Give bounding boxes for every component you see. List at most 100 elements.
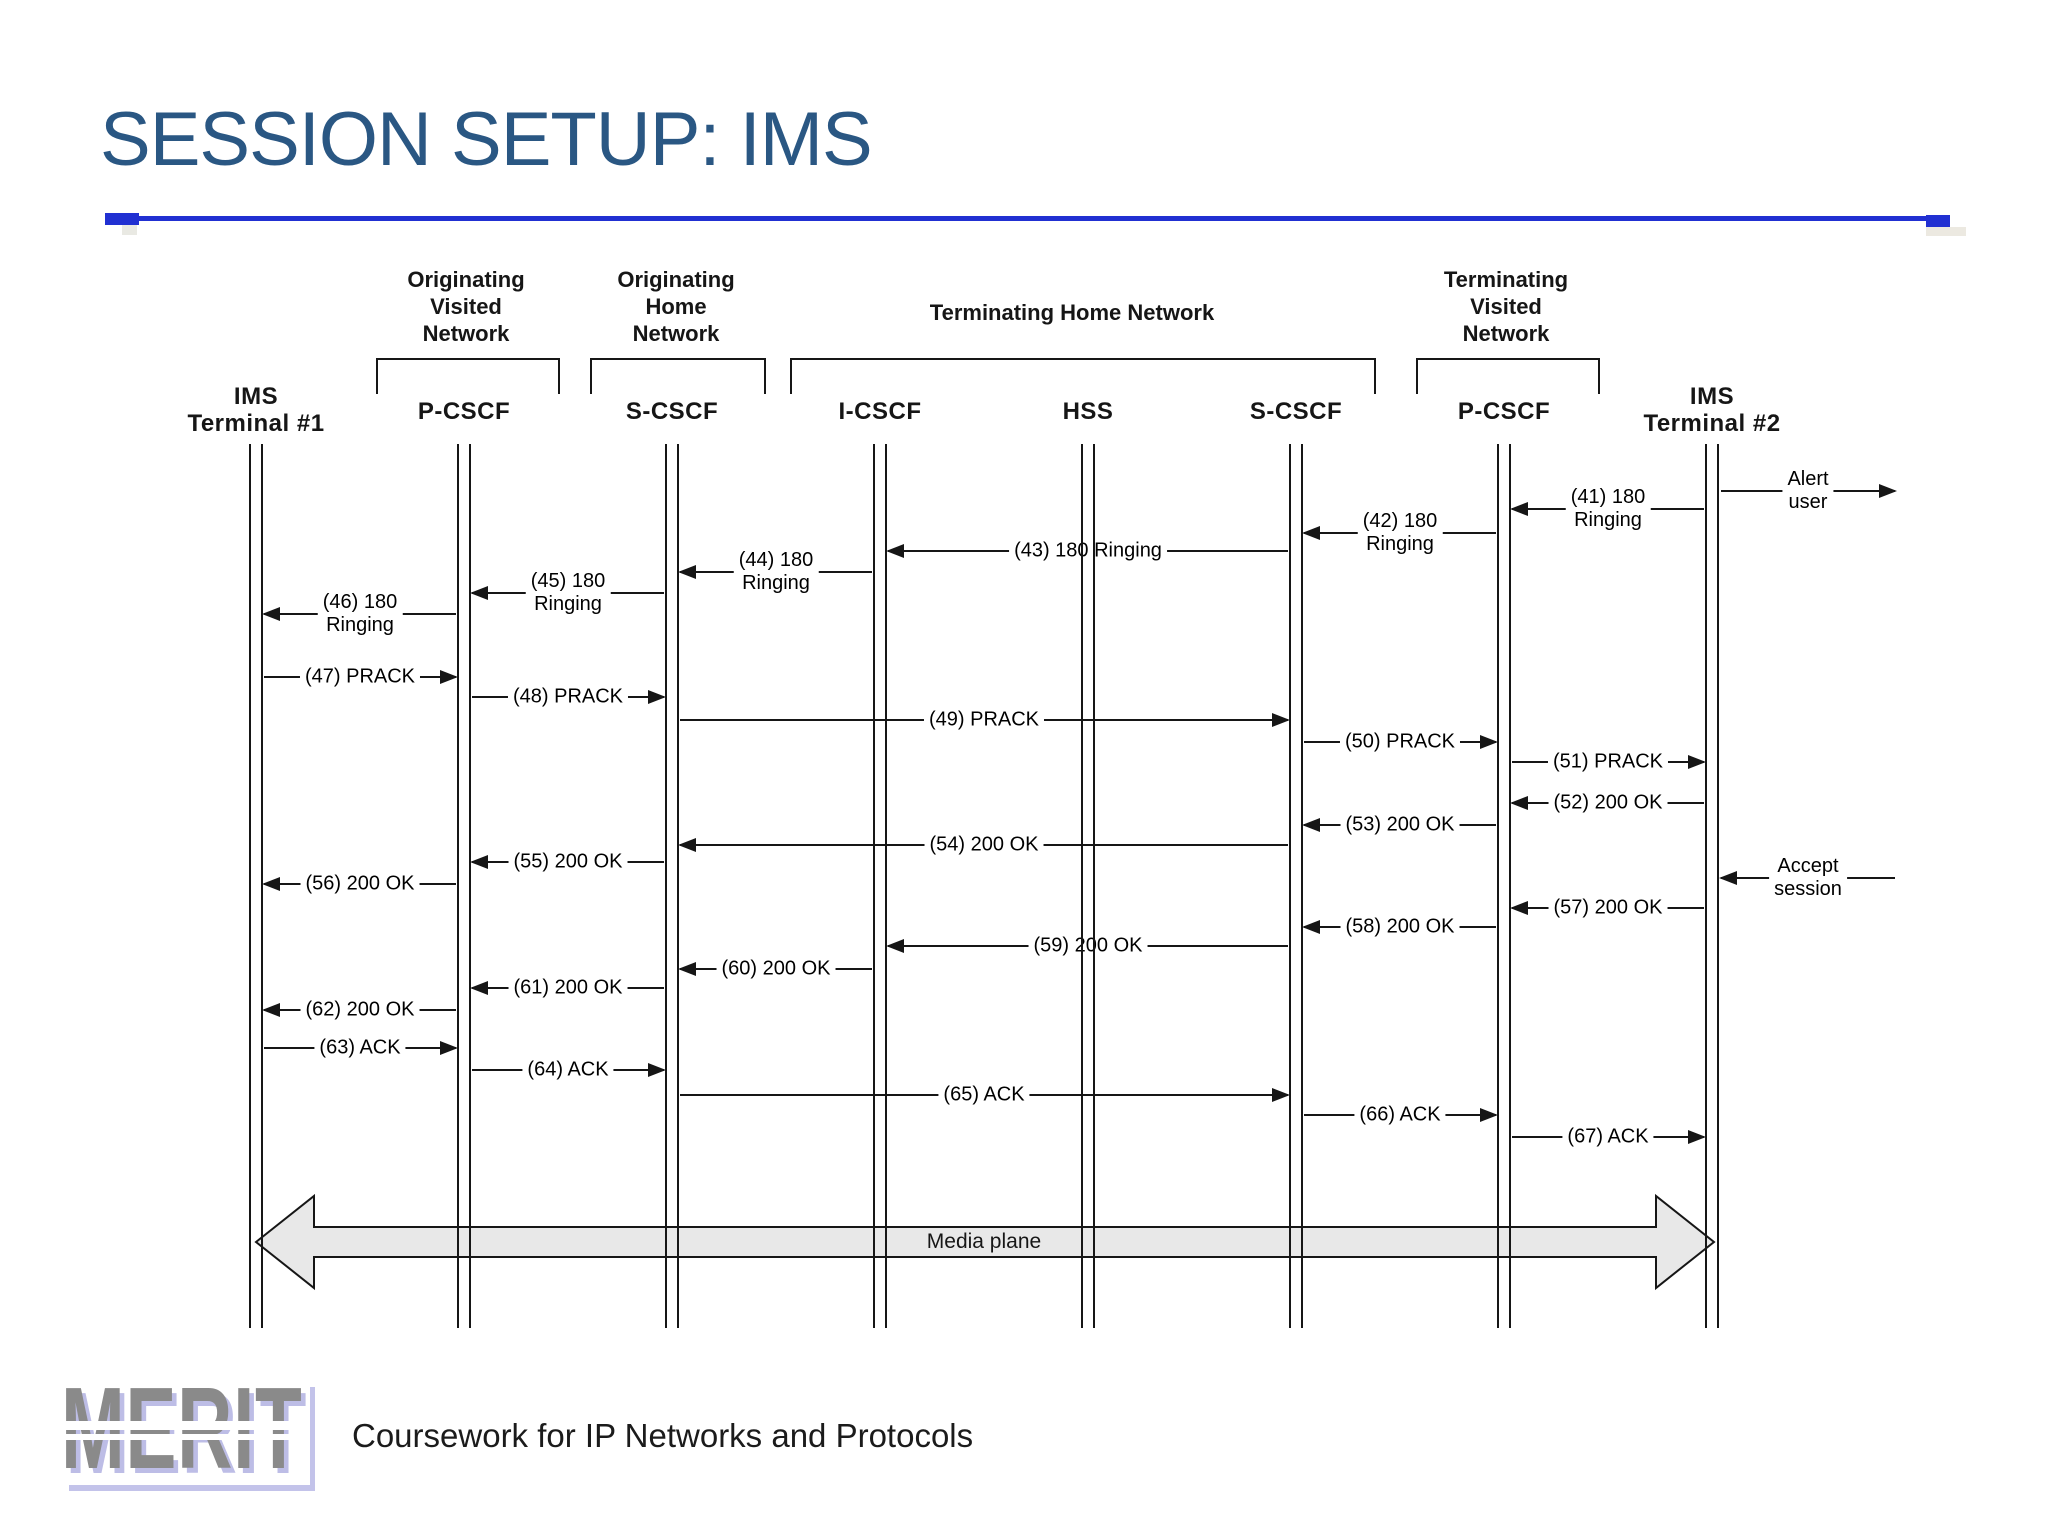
message-59-arrowhead-icon bbox=[886, 939, 904, 953]
message-59: (59) 200 OK bbox=[886, 934, 1288, 958]
message-41-arrowhead-icon bbox=[1510, 502, 1528, 516]
message-50-arrowhead-icon bbox=[1480, 735, 1498, 749]
annotation-alert-user-arrowhead-icon bbox=[1879, 484, 1897, 498]
message-58: (58) 200 OK bbox=[1302, 915, 1496, 939]
message-55: (55) 200 OK bbox=[470, 850, 664, 874]
message-65-label: (65) ACK bbox=[938, 1083, 1030, 1107]
underline-right-shadow bbox=[1926, 227, 1966, 236]
message-49-label: (49) PRACK bbox=[923, 708, 1045, 732]
message-67: (67) ACK bbox=[1512, 1125, 1706, 1149]
message-64-arrowhead-icon bbox=[648, 1063, 666, 1077]
lifeline-label-hss: HSS bbox=[1062, 398, 1114, 425]
message-56: (56) 200 OK bbox=[262, 872, 456, 896]
message-66: (66) ACK bbox=[1304, 1103, 1498, 1127]
message-62-label: (62) 200 OK bbox=[300, 998, 420, 1022]
merit-logo-stripe bbox=[57, 1421, 303, 1430]
message-66-arrowhead-icon bbox=[1480, 1108, 1498, 1122]
message-51-label: (51) PRACK bbox=[1547, 750, 1669, 774]
lifeline-label-sct: S-CSCF bbox=[1249, 398, 1343, 425]
lifeline-label-pct: P-CSCF bbox=[1457, 398, 1551, 425]
message-54-arrowhead-icon bbox=[678, 838, 696, 852]
message-65-arrowhead-icon bbox=[1272, 1088, 1290, 1102]
media-plane-arrow bbox=[254, 1193, 1716, 1291]
message-51-arrowhead-icon bbox=[1688, 755, 1706, 769]
message-58-label: (58) 200 OK bbox=[1340, 915, 1460, 939]
message-56-arrowhead-icon bbox=[262, 877, 280, 891]
message-53-label: (53) 200 OK bbox=[1340, 813, 1460, 837]
message-63: (63) ACK bbox=[264, 1036, 458, 1060]
lifeline-label-sco: S-CSCF bbox=[625, 398, 719, 425]
message-66-label: (66) ACK bbox=[1354, 1103, 1446, 1127]
message-47-label: (47) PRACK bbox=[299, 665, 421, 689]
underline-left-shadow bbox=[122, 225, 137, 235]
message-44-arrowhead-icon bbox=[678, 565, 696, 579]
lifeline-label-pco: P-CSCF bbox=[417, 398, 511, 425]
message-67-label: (67) ACK bbox=[1562, 1125, 1654, 1149]
merit-logo-stripe bbox=[57, 1434, 303, 1440]
message-49-arrowhead-icon bbox=[1272, 713, 1290, 727]
message-50-label: (50) PRACK bbox=[1339, 730, 1461, 754]
message-56-label: (56) 200 OK bbox=[300, 872, 420, 896]
message-53: (53) 200 OK bbox=[1302, 813, 1496, 837]
lifeline-label-icscf: I-CSCF bbox=[838, 398, 922, 425]
message-61-arrowhead-icon bbox=[470, 981, 488, 995]
lifeline-bar-sct bbox=[1289, 444, 1303, 1328]
message-64: (64) ACK bbox=[472, 1058, 666, 1082]
merit-logo-frame bbox=[69, 1387, 315, 1491]
message-51: (51) PRACK bbox=[1512, 750, 1706, 774]
message-45-arrowhead-icon bbox=[470, 586, 488, 600]
lifeline-bar-t1 bbox=[249, 444, 263, 1328]
message-60: (60) 200 OK bbox=[678, 957, 872, 981]
network-group-label-2: Terminating Home Network bbox=[929, 300, 1215, 325]
message-43: (43) 180 Ringing bbox=[886, 539, 1288, 563]
network-group-bracket-2 bbox=[790, 358, 1376, 394]
message-50: (50) PRACK bbox=[1304, 730, 1498, 754]
message-42-arrowhead-icon bbox=[1302, 526, 1320, 540]
message-63-arrowhead-icon bbox=[440, 1041, 458, 1055]
message-57: (57) 200 OK bbox=[1510, 896, 1704, 920]
media-plane-label: Media plane bbox=[926, 1230, 1042, 1253]
message-48-label: (48) PRACK bbox=[507, 685, 629, 709]
message-52-arrowhead-icon bbox=[1510, 796, 1528, 810]
message-47-arrowhead-icon bbox=[440, 670, 458, 684]
network-group-bracket-0 bbox=[376, 358, 560, 394]
message-47: (47) PRACK bbox=[264, 665, 458, 689]
message-55-arrowhead-icon bbox=[470, 855, 488, 869]
page-title: SESSION SETUP: IMS bbox=[100, 97, 873, 182]
message-52-label: (52) 200 OK bbox=[1548, 791, 1668, 815]
footer-caption: Coursework for IP Networks and Protocols bbox=[352, 1417, 974, 1454]
message-61: (61) 200 OK bbox=[470, 976, 664, 1000]
message-55-label: (55) 200 OK bbox=[508, 850, 628, 874]
message-58-arrowhead-icon bbox=[1302, 920, 1320, 934]
message-53-arrowhead-icon bbox=[1302, 818, 1320, 832]
message-48: (48) PRACK bbox=[472, 685, 666, 709]
annotation-accept-session-arrowhead-icon bbox=[1719, 871, 1737, 885]
message-52: (52) 200 OK bbox=[1510, 791, 1704, 815]
lifeline-bar-sco bbox=[665, 444, 679, 1328]
message-43-label: (43) 180 Ringing bbox=[1009, 539, 1167, 563]
message-63-label: (63) ACK bbox=[314, 1036, 406, 1060]
lifeline-bar-icscf bbox=[873, 444, 887, 1328]
lifeline-bar-hss bbox=[1081, 444, 1095, 1328]
network-group-bracket-3 bbox=[1416, 358, 1600, 394]
message-60-label: (60) 200 OK bbox=[716, 957, 836, 981]
